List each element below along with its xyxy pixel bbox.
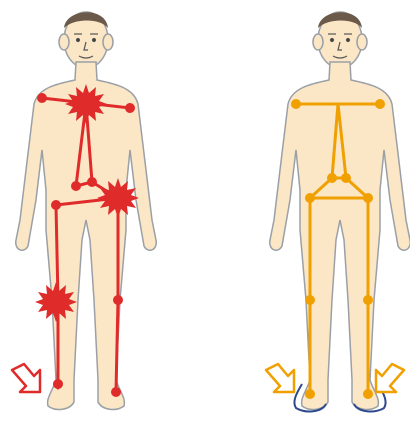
joint-dot: [305, 193, 315, 203]
joint-dot: [111, 387, 121, 397]
left-figure: [12, 12, 156, 409]
joint-dot: [37, 93, 47, 103]
joint-dot: [327, 173, 337, 183]
joint-dot: [53, 379, 63, 389]
joint-dot: [51, 200, 61, 210]
joint-dot: [363, 193, 373, 203]
joint-dot: [363, 389, 373, 399]
joint-dot: [71, 181, 81, 191]
joint-dot: [291, 99, 301, 109]
right-body-silhouette: [270, 12, 410, 409]
left-body-silhouette: [16, 12, 157, 409]
right-direction-arrow-right: [376, 364, 404, 392]
joint-dot: [113, 295, 123, 305]
right-figure: [266, 12, 410, 411]
joint-dot: [87, 177, 97, 187]
left-direction-arrow: [12, 364, 40, 392]
right-direction-arrow-left: [266, 364, 294, 392]
joint-dot: [375, 99, 385, 109]
joint-dot: [305, 295, 315, 305]
joint-dot: [363, 295, 373, 305]
joint-dot: [305, 389, 315, 399]
joint-dot: [125, 103, 135, 113]
joint-dot: [341, 173, 351, 183]
